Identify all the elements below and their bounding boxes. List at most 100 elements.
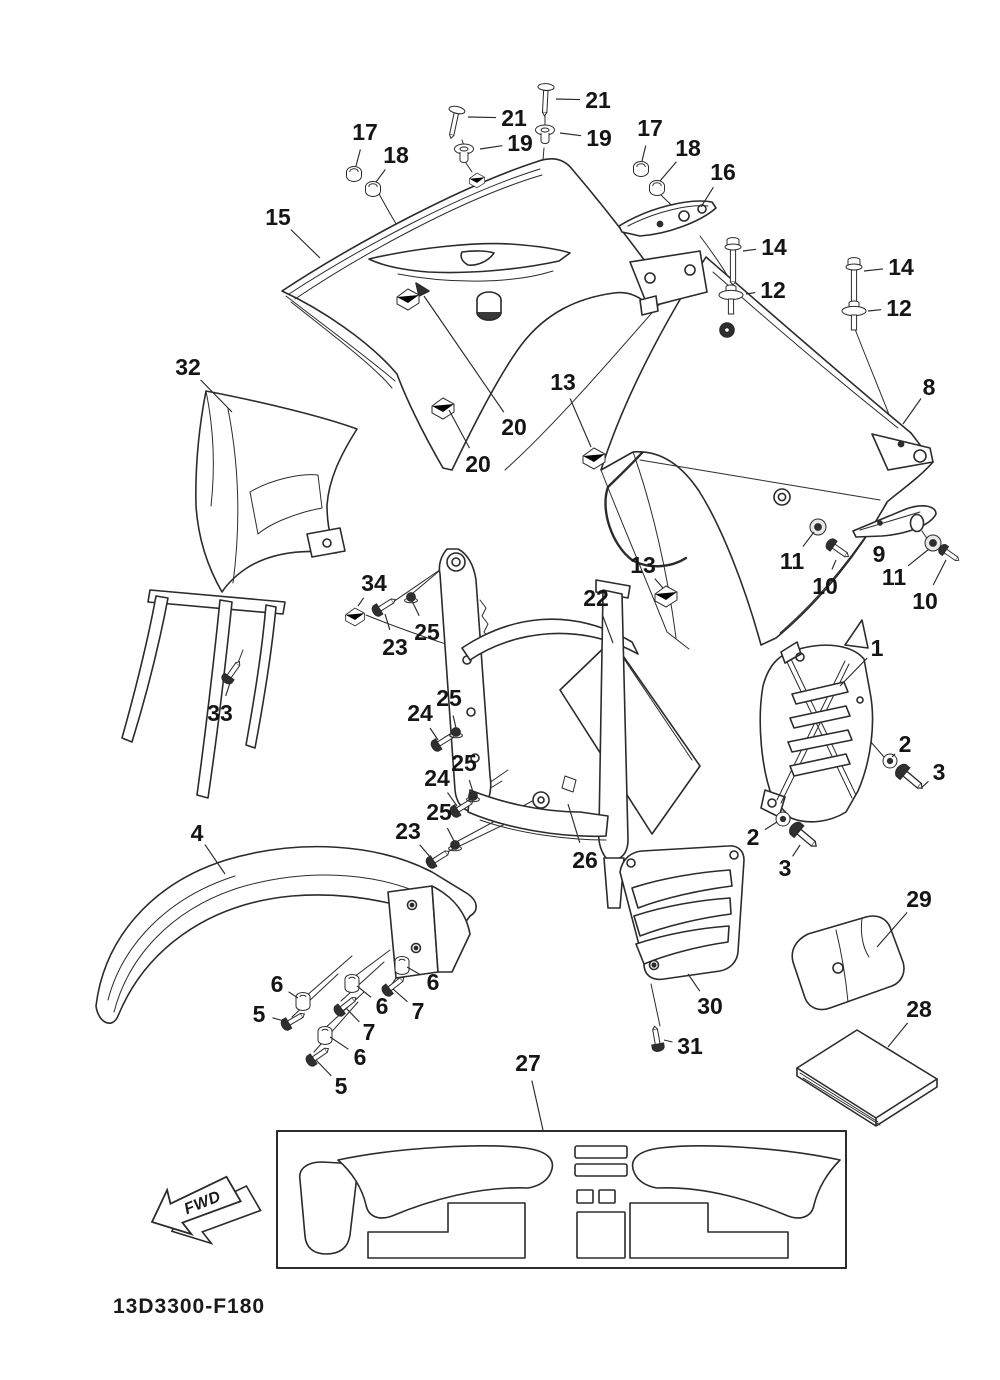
callout-leader-33 bbox=[225, 682, 231, 697]
callout-leader-30 bbox=[687, 973, 701, 992]
nut-icon bbox=[404, 592, 418, 604]
callout-number-21: 21 bbox=[585, 87, 611, 113]
callout-leader-29 bbox=[876, 912, 908, 948]
callout-leader-10 bbox=[932, 559, 947, 586]
clip-icon bbox=[345, 607, 365, 627]
callout-leader-3 bbox=[792, 844, 801, 857]
callout-leader-13 bbox=[569, 398, 592, 448]
callout-number-26: 26 bbox=[572, 847, 598, 873]
callout-leader-15 bbox=[290, 229, 321, 259]
callout-leader-25 bbox=[411, 600, 420, 617]
washer-icon bbox=[535, 124, 555, 144]
callout-number-5: 5 bbox=[335, 1073, 348, 1099]
side-cowl-part bbox=[600, 256, 934, 650]
front-fender-part bbox=[95, 845, 477, 1024]
washer-icon bbox=[775, 811, 791, 827]
callout-number-6: 6 bbox=[376, 993, 389, 1019]
callout-number-32: 32 bbox=[175, 354, 201, 380]
callout-leader-19 bbox=[479, 145, 503, 150]
meter-bracket-part bbox=[629, 250, 708, 316]
callout-number-15: 15 bbox=[265, 204, 291, 230]
callout-number-7: 7 bbox=[412, 998, 425, 1024]
bottom-bracket-part bbox=[467, 775, 609, 841]
graphic-decal-sheet bbox=[276, 1130, 847, 1269]
callout-leader-7 bbox=[392, 988, 408, 1003]
diagram-code: 13D3300-F180 bbox=[113, 1295, 265, 1318]
callout-leader-20 bbox=[423, 295, 505, 413]
collar-icon bbox=[317, 1026, 333, 1045]
callout-number-22: 22 bbox=[583, 585, 609, 611]
callout-number-7: 7 bbox=[363, 1019, 376, 1045]
callout-number-8: 8 bbox=[923, 374, 936, 400]
callout-number-33: 33 bbox=[207, 700, 233, 726]
callout-number-6: 6 bbox=[354, 1044, 367, 1070]
callout-leader-34 bbox=[357, 597, 365, 607]
callout-leader-16 bbox=[700, 186, 714, 208]
callout-leader-13 bbox=[654, 578, 664, 589]
callout-leader-7 bbox=[345, 1007, 360, 1023]
callout-leader-21 bbox=[467, 116, 497, 119]
grommet-icon bbox=[809, 518, 827, 536]
bolt-icon bbox=[845, 257, 863, 306]
callout-leader-32 bbox=[200, 379, 233, 413]
callout-leader-11 bbox=[802, 531, 815, 548]
callout-number-17: 17 bbox=[637, 115, 663, 141]
callout-leader-12 bbox=[867, 309, 882, 312]
callout-leader-22 bbox=[601, 614, 614, 644]
callout-number-20: 20 bbox=[465, 451, 491, 477]
screw-icon bbox=[423, 845, 453, 871]
callout-number-19: 19 bbox=[586, 125, 612, 151]
screw-icon bbox=[369, 593, 399, 619]
collar-icon bbox=[344, 974, 360, 993]
air-scoop-blade-part bbox=[852, 505, 937, 538]
callout-number-11: 11 bbox=[882, 564, 907, 590]
nut-icon bbox=[448, 840, 462, 852]
callout-leader-2 bbox=[891, 753, 896, 758]
callout-leader-8 bbox=[902, 398, 922, 425]
callout-number-18: 18 bbox=[383, 142, 409, 168]
screw-icon bbox=[442, 104, 467, 141]
callouts-layer: 2121191917181718161514121412813202032132… bbox=[175, 87, 947, 1131]
callout-leader-25 bbox=[446, 827, 455, 842]
callout-leader-28 bbox=[887, 1022, 909, 1048]
callout-number-10: 10 bbox=[812, 573, 838, 599]
flange-bolt-icon bbox=[841, 300, 867, 331]
callout-number-6: 6 bbox=[271, 971, 284, 997]
callout-number-4: 4 bbox=[191, 820, 204, 846]
nut-icon bbox=[633, 161, 649, 177]
callout-number-24: 24 bbox=[424, 765, 450, 791]
callout-leader-26 bbox=[567, 803, 581, 843]
callout-leader-17 bbox=[641, 145, 647, 162]
louver-grille-part bbox=[619, 845, 745, 981]
grommet-icon bbox=[924, 534, 942, 552]
callout-number-13: 13 bbox=[550, 369, 576, 395]
callout-leader-6 bbox=[288, 991, 299, 999]
callout-number-31: 31 bbox=[677, 1033, 703, 1059]
fwd-arrow: FWD bbox=[150, 1175, 262, 1245]
callout-number-29: 29 bbox=[906, 886, 932, 912]
callout-leader-25 bbox=[452, 715, 457, 729]
callout-leader-31 bbox=[663, 1039, 673, 1043]
stay-assembly-part bbox=[438, 548, 701, 909]
cowl-stay-part bbox=[121, 589, 286, 799]
clip-icon bbox=[654, 585, 678, 608]
callout-number-5: 5 bbox=[253, 1001, 266, 1027]
radiator-side-cover-part bbox=[759, 619, 874, 823]
callout-number-12: 12 bbox=[886, 295, 912, 321]
callout-leader-21 bbox=[555, 98, 581, 101]
callout-number-14: 14 bbox=[761, 234, 787, 260]
callout-number-16: 16 bbox=[710, 159, 736, 185]
emblem-part bbox=[618, 200, 717, 237]
callout-leader-23 bbox=[384, 613, 391, 630]
washer-icon bbox=[882, 753, 898, 769]
callout-number-3: 3 bbox=[933, 759, 946, 785]
callout-leader-17 bbox=[355, 149, 361, 167]
callout-number-11: 11 bbox=[780, 548, 805, 574]
collar-icon bbox=[295, 992, 311, 1011]
callout-leader-20 bbox=[448, 409, 471, 449]
callout-leader-24 bbox=[429, 727, 439, 741]
callout-leader-19 bbox=[559, 132, 582, 137]
washer-icon bbox=[454, 143, 474, 163]
callout-leader-5 bbox=[315, 1059, 332, 1077]
